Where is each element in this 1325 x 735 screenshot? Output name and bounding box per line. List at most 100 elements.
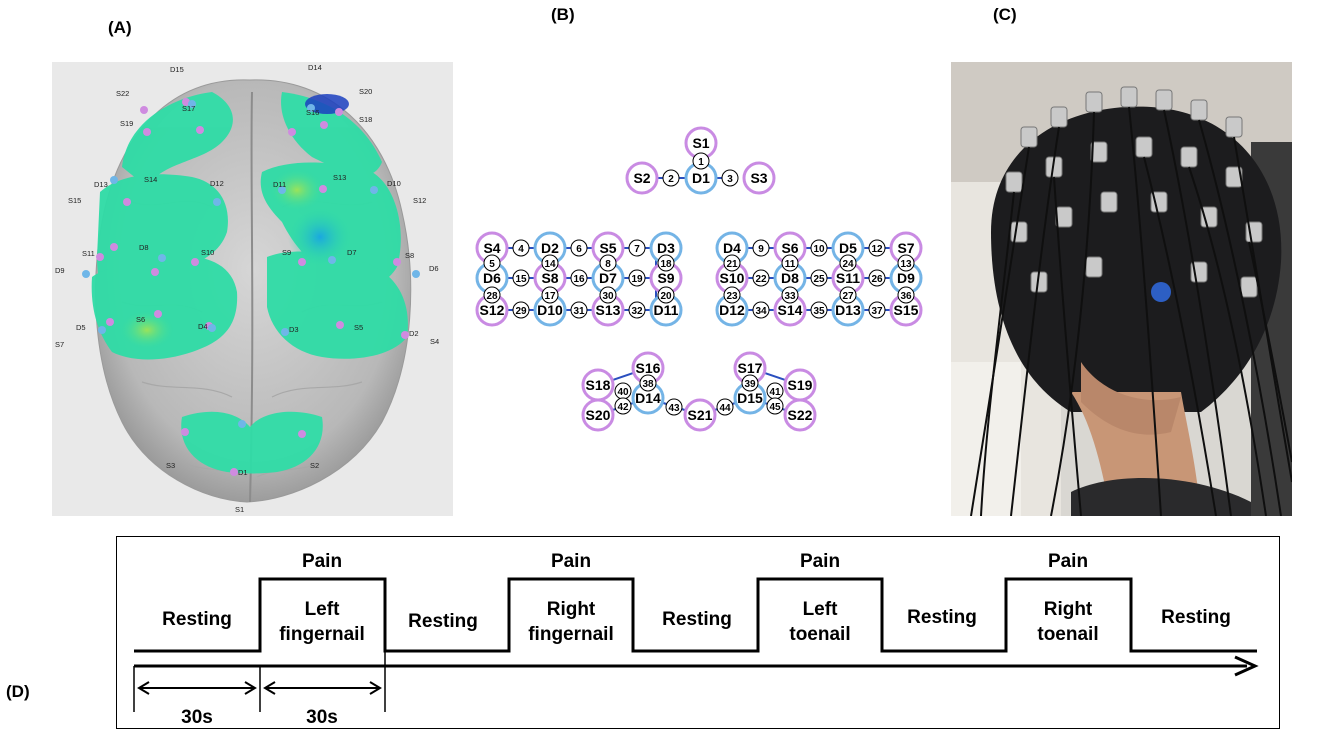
optode-label-s10: S10 xyxy=(720,270,745,286)
optode-label-s13: S13 xyxy=(596,302,621,318)
svg-text:24: 24 xyxy=(842,259,854,270)
svg-text:1: 1 xyxy=(698,157,704,168)
svg-text:13: 13 xyxy=(900,259,912,270)
optode-label-s11: S11 xyxy=(836,270,860,286)
svg-text:23: 23 xyxy=(726,291,738,302)
optode-s22 xyxy=(783,398,817,432)
svg-text:17: 17 xyxy=(544,291,556,302)
duration-arrow-rest-right xyxy=(244,681,257,695)
svg-text:18: 18 xyxy=(660,259,672,270)
svg-text:5: 5 xyxy=(489,259,495,270)
optode-label-d7: D7 xyxy=(599,270,617,286)
optode-svg: S1 S2 D1 S3 S4 D2 S5 D3 D6 S8 D7 S9 S12 … xyxy=(475,126,923,432)
brain-label-s10: S10 xyxy=(201,248,214,257)
panel-label-c: (C) xyxy=(993,5,1017,24)
channel-5: 5 xyxy=(483,254,501,272)
brain-label-d8: D8 xyxy=(139,243,149,252)
svg-text:38: 38 xyxy=(642,379,654,390)
time-axis-arrowhead xyxy=(1234,655,1259,677)
resting-label-5: Resting xyxy=(1161,607,1231,628)
svg-text:34: 34 xyxy=(755,306,767,317)
optode-label-s8: S8 xyxy=(541,270,558,286)
duration-label-task: 30s xyxy=(306,707,338,728)
channel-34: 34 xyxy=(752,301,770,319)
brain-source-dots xyxy=(96,98,409,476)
brain-label-d4: D4 xyxy=(198,322,208,331)
optode-label-s12: S12 xyxy=(480,302,505,318)
optode-label-d14: D14 xyxy=(635,390,661,406)
brain-label-d11: D11 xyxy=(273,180,286,189)
brain-label-s5: S5 xyxy=(354,323,363,332)
channel-44: 44 xyxy=(716,398,734,416)
optode-label-d15: D15 xyxy=(737,390,763,406)
optode-label-s2: S2 xyxy=(633,170,650,186)
brain-svg: D15 D14 S22 S20 S19 S18 S17 S16 D13 D10 … xyxy=(55,63,439,514)
svg-text:2: 2 xyxy=(668,174,674,185)
brain-label-s16: S16 xyxy=(306,108,319,117)
optode-label-d12: D12 xyxy=(719,302,745,318)
channel-36: 36 xyxy=(897,286,915,304)
channel-41: 41 xyxy=(766,382,784,400)
channel-6: 6 xyxy=(570,239,588,257)
optode-s21 xyxy=(683,398,717,432)
optode-label-d11: D11 xyxy=(654,302,679,318)
activation-green-spot-1 xyxy=(269,168,325,212)
brain-label-s19: S19 xyxy=(120,119,133,128)
channel-27: 27 xyxy=(839,286,857,304)
brain-label-d5: D5 xyxy=(76,323,86,332)
brain-label-s9: S9 xyxy=(282,248,291,257)
svg-text:45: 45 xyxy=(769,402,781,413)
block-3-line-2: toenail xyxy=(789,624,850,645)
optode-label-d9: D9 xyxy=(897,270,915,286)
brain-label-d13: D13 xyxy=(94,180,108,189)
pain-label-3: Pain xyxy=(800,551,840,572)
optode-label-s22: S22 xyxy=(788,407,813,423)
optode-label-s21: S21 xyxy=(688,407,713,423)
svg-text:15: 15 xyxy=(515,274,527,285)
duration-label-rest: 30s xyxy=(181,707,213,728)
svg-text:25: 25 xyxy=(813,274,825,285)
channel-32: 32 xyxy=(628,301,646,319)
brain-label-d14: D14 xyxy=(308,63,322,72)
channel-14: 14 xyxy=(541,254,559,272)
optode-label-s20: S20 xyxy=(586,407,611,423)
panel-label-b: (B) xyxy=(551,5,575,24)
optode-label-s1: S1 xyxy=(692,135,709,151)
optode-label-s17: S17 xyxy=(738,360,763,376)
brain-label-d15: D15 xyxy=(170,65,184,74)
svg-text:33: 33 xyxy=(784,291,796,302)
optode-holders xyxy=(1005,86,1263,298)
svg-text:4: 4 xyxy=(518,244,524,255)
svg-text:7: 7 xyxy=(634,244,640,255)
protocol-svg: 30s 30s Pain Pain Pain Pain Resting Rest… xyxy=(133,551,1259,728)
svg-text:10: 10 xyxy=(813,244,825,255)
brain-label-s4: S4 xyxy=(430,337,439,346)
brain-label-d6: D6 xyxy=(429,264,439,273)
svg-text:26: 26 xyxy=(871,274,883,285)
channel-3: 3 xyxy=(721,169,739,187)
activation-blue-spot xyxy=(288,207,352,267)
participant-ear xyxy=(1081,362,1181,435)
duration-arrow-task-left xyxy=(263,681,276,695)
brain-label-d7: D7 xyxy=(347,248,357,257)
svg-text:3: 3 xyxy=(727,174,733,185)
photo-illustration xyxy=(951,62,1292,516)
svg-text:8: 8 xyxy=(605,259,611,270)
channel-26: 26 xyxy=(868,269,886,287)
brain-label-s13: S13 xyxy=(333,173,346,182)
brain-label-s22: S22 xyxy=(116,89,129,98)
resting-label-3: Resting xyxy=(662,609,732,630)
channel-19: 19 xyxy=(628,269,646,287)
optode-label-d2: D2 xyxy=(541,240,559,256)
participant-shirt xyxy=(1071,478,1251,516)
optode-s20 xyxy=(581,398,615,432)
brain-label-d1: D1 xyxy=(238,468,248,477)
svg-text:9: 9 xyxy=(758,244,764,255)
brain-label-s14: S14 xyxy=(144,175,157,184)
svg-text:30: 30 xyxy=(602,291,614,302)
optode-label-d13: D13 xyxy=(835,302,861,318)
optode-label-d5: D5 xyxy=(839,240,857,256)
brain-label-s2: S2 xyxy=(310,461,319,470)
resting-label-4: Resting xyxy=(907,607,977,628)
channel-7: 7 xyxy=(628,239,646,257)
